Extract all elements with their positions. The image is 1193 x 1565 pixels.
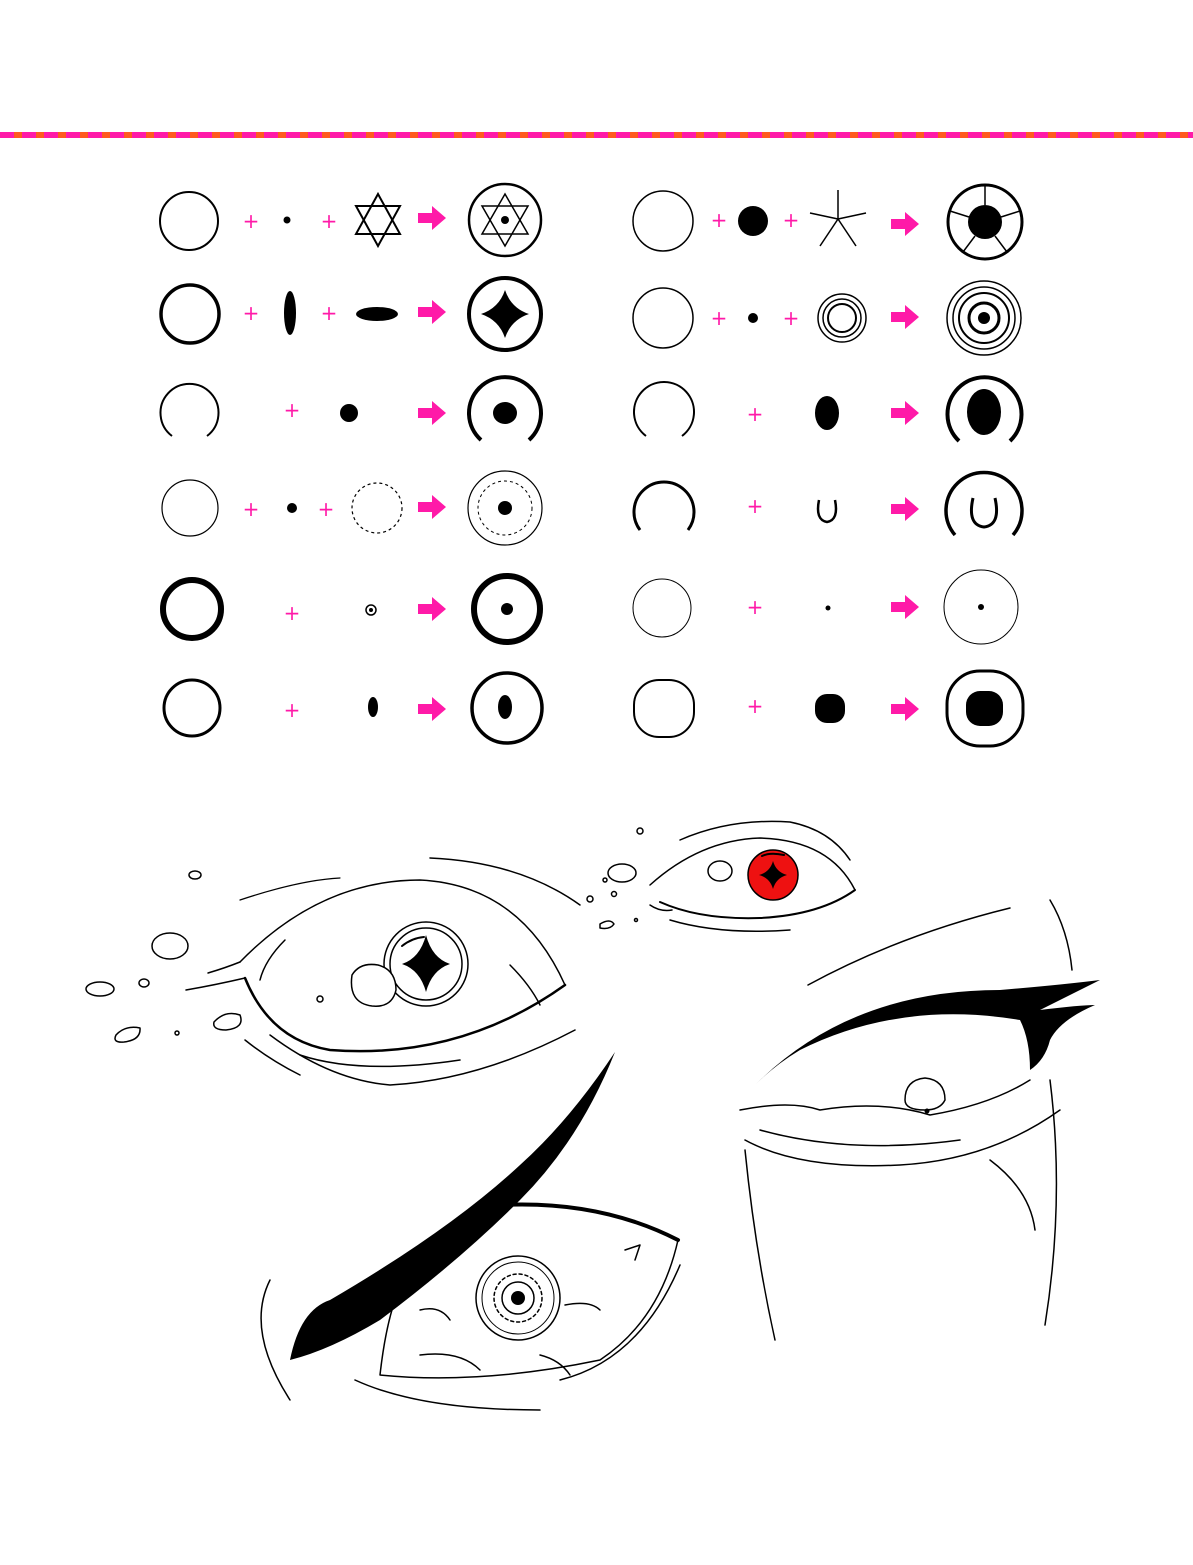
tiny-dot-shape bbox=[825, 605, 831, 611]
spiky-iris-result bbox=[467, 470, 543, 546]
star-iris-result bbox=[467, 182, 543, 258]
plus-sign: + bbox=[783, 306, 800, 330]
eye-illustration-brow bbox=[739, 899, 1100, 1341]
blob-pupil-shape bbox=[815, 694, 845, 723]
plus-sign: + bbox=[747, 402, 764, 426]
recipe-row-star: + + bbox=[159, 182, 543, 258]
plus-sign: + bbox=[284, 698, 301, 722]
gapped-ring-shape bbox=[632, 480, 696, 531]
plus-sign: + bbox=[243, 209, 260, 233]
recipe-row-rounded: + bbox=[633, 669, 1025, 748]
plus-sign: + bbox=[318, 497, 335, 521]
concentric-iris-result bbox=[946, 280, 1022, 356]
recipe-row-concentric: + + bbox=[632, 280, 1022, 356]
recipe-row-spokes: + + bbox=[632, 183, 1024, 261]
recipes-left-column: + + + + bbox=[159, 182, 544, 745]
spiky-burst-shape bbox=[351, 482, 403, 534]
rounded-ring-blob-result bbox=[945, 669, 1025, 748]
gapped-ring-oval-result bbox=[467, 375, 543, 442]
big-dot-shape bbox=[738, 206, 768, 236]
thin-ring-shape bbox=[161, 479, 219, 537]
result-arrow-icon bbox=[891, 212, 919, 236]
top-divider-stripe bbox=[0, 132, 1193, 138]
result-arrow-icon bbox=[891, 697, 919, 721]
recipes-right-column: + + bbox=[632, 183, 1025, 748]
plus-sign: + bbox=[284, 601, 301, 625]
medium-ring-shape bbox=[162, 678, 222, 738]
plain-ring-shape bbox=[632, 287, 694, 349]
egg-pupil-shape bbox=[815, 396, 839, 430]
double-ring-shape bbox=[817, 293, 867, 343]
small-dot-shape bbox=[283, 216, 291, 224]
result-arrow-icon bbox=[891, 497, 919, 521]
result-arrow-icon bbox=[418, 300, 446, 324]
bold-ring-shape bbox=[159, 283, 221, 345]
result-arrow-icon bbox=[891, 305, 919, 329]
gapped-ring-horseshoe-result bbox=[944, 470, 1024, 537]
eye-illustration-cross bbox=[85, 857, 581, 1086]
eye-illustrations bbox=[85, 820, 1100, 1411]
six-point-star-shape bbox=[354, 191, 402, 249]
recipe-row-thick: + bbox=[160, 573, 543, 645]
gapped-ring-shape bbox=[159, 382, 220, 437]
recipe-row-horseshoe: + bbox=[632, 470, 1024, 537]
result-arrow-icon bbox=[418, 597, 446, 621]
plus-sign: + bbox=[711, 306, 728, 330]
plus-sign: + bbox=[747, 595, 764, 619]
five-spokes-shape bbox=[809, 190, 867, 247]
plus-sign: + bbox=[321, 301, 338, 325]
eye-illustration-spiky bbox=[260, 1052, 681, 1411]
result-arrow-icon bbox=[418, 697, 446, 721]
horseshoe-shape bbox=[816, 499, 838, 524]
plain-ring-shape bbox=[632, 190, 694, 252]
plus-sign: + bbox=[243, 301, 260, 325]
slit-pupil-shape bbox=[368, 697, 378, 717]
recipe-row-cross: + + bbox=[159, 276, 543, 352]
result-arrow-icon bbox=[418, 401, 446, 425]
plus-sign: + bbox=[243, 497, 260, 521]
result-arrow-icon bbox=[891, 401, 919, 425]
hairline-ring-shape bbox=[632, 578, 692, 638]
thick-ring-dot-result bbox=[471, 573, 543, 645]
thick-ring-shape bbox=[160, 577, 224, 641]
result-arrow-icon bbox=[418, 206, 446, 230]
eye-illustration-red bbox=[586, 820, 856, 932]
vertical-ellipse-shape bbox=[284, 291, 296, 335]
hairline-ring-dot-result bbox=[943, 569, 1019, 645]
plus-sign: + bbox=[783, 208, 800, 232]
ring-slit-result bbox=[470, 671, 544, 745]
gapped-ring-shape bbox=[633, 381, 695, 437]
plus-sign: + bbox=[747, 494, 764, 518]
recipe-row-slit: + bbox=[162, 671, 544, 745]
rounded-ring-shape bbox=[633, 679, 695, 738]
recipe-row-spiky: + + bbox=[161, 470, 543, 546]
small-dot-shape bbox=[748, 313, 758, 323]
small-dot-shape bbox=[287, 503, 297, 513]
result-arrow-icon bbox=[418, 495, 446, 519]
plain-ring-shape bbox=[159, 191, 219, 251]
gapped-ring-egg-result bbox=[945, 375, 1024, 443]
plus-sign: + bbox=[711, 208, 728, 232]
oval-pupil-shape bbox=[340, 404, 358, 422]
recipe-row-hairline: + bbox=[632, 569, 1019, 645]
tiny-target-shape bbox=[365, 604, 377, 616]
plus-sign: + bbox=[321, 209, 338, 233]
horizontal-ellipse-shape bbox=[356, 307, 398, 321]
plus-sign: + bbox=[284, 398, 301, 422]
result-arrow-icon bbox=[891, 595, 919, 619]
plus-sign: + bbox=[747, 694, 764, 718]
spoked-iris-result bbox=[946, 183, 1024, 261]
recipe-row-gap-egg: + bbox=[633, 375, 1024, 443]
recipe-row-gap-oval: + bbox=[159, 375, 543, 442]
cross-iris-result bbox=[467, 276, 543, 352]
